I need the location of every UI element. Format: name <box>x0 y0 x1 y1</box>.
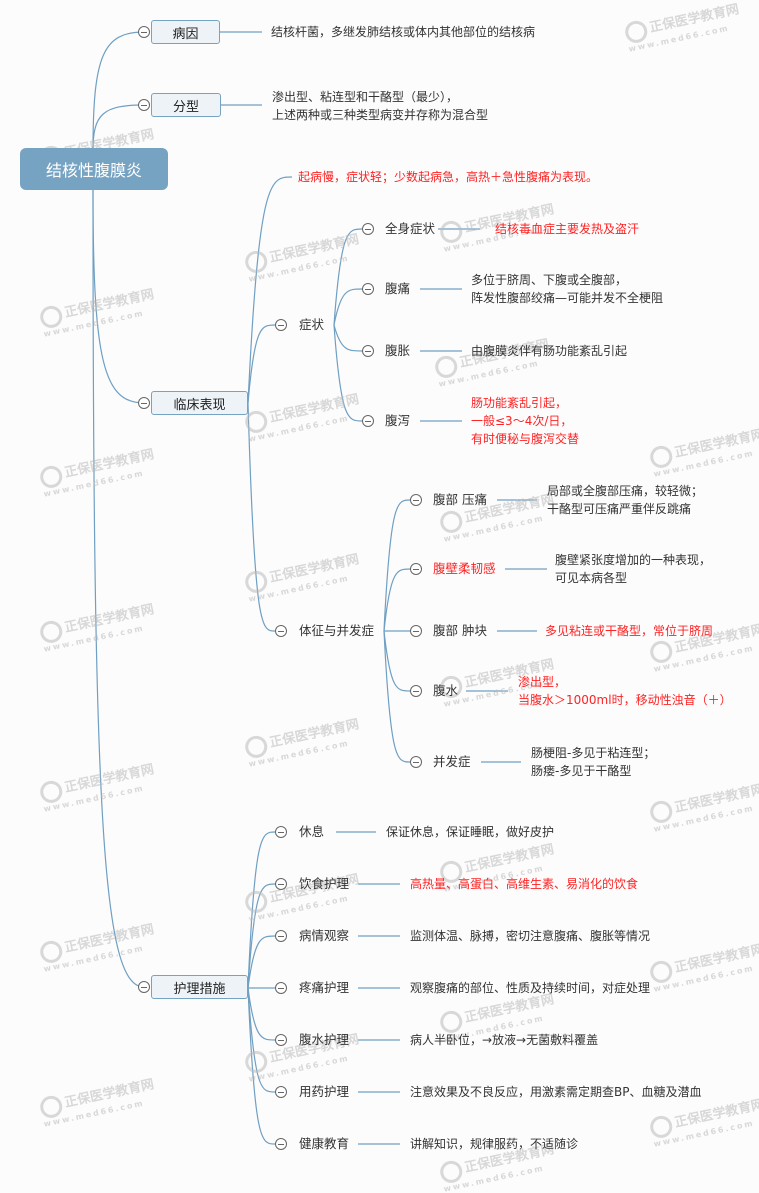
nursing-node[interactable]: 护理措施 <box>151 975 248 999</box>
collapse-toggle-icon[interactable] <box>275 1138 287 1150</box>
nursing-note: 讲解知识，规律服药，不适随诊 <box>410 1137 579 1151</box>
connector <box>92 31 145 151</box>
clinical-note: 起病慢，症状轻；少数起病急，高热＋急性腹痛为表现。 <box>298 170 599 184</box>
nursing-note: 注意效果及不良反应，用激素需定期查BP、血糖及潜血 <box>410 1085 702 1099</box>
nursing-item[interactable]: 休息 <box>299 824 325 839</box>
collapse-toggle-icon[interactable] <box>410 563 422 575</box>
symptom-note: 肠功能紊乱引起， 一般≤3～4次/日， 有时便秘与腹泻交替 <box>471 396 580 446</box>
nursing-note: 病人半卧位，→放液→无菌敷料覆盖 <box>410 1033 599 1047</box>
type-node[interactable]: 分型 <box>151 93 221 117</box>
collapse-toggle-icon[interactable] <box>275 1034 287 1046</box>
collapse-toggle-icon[interactable] <box>410 756 422 768</box>
sign-item[interactable]: 腹部 肿块 <box>433 623 487 638</box>
sign-note: 局部或全腹部压痛，较轻微； 干酪型可压痛严重伴反跳痛 <box>547 484 704 516</box>
symptom-item[interactable]: 腹胀 <box>385 343 411 358</box>
connector <box>247 935 276 989</box>
connector <box>383 630 411 692</box>
clinical-node[interactable]: 临床表现 <box>151 391 248 415</box>
symptom-item[interactable]: 腹泻 <box>385 413 411 428</box>
connector <box>383 499 411 632</box>
sign-item[interactable]: 腹部 压痛 <box>433 492 487 507</box>
sign-note: 多见粘连或干酪型，常位于脐周 <box>545 624 714 638</box>
nursing-note: 观察腹痛的部位、性质及持续时间，对症处理 <box>410 981 651 995</box>
nursing-item[interactable]: 用药护理 <box>299 1084 350 1099</box>
nursing-note: 监测体温、脉搏，密切注意腹痛、腹胀等情况 <box>410 929 651 943</box>
connector <box>92 189 145 404</box>
collapse-toggle-icon[interactable] <box>275 1086 287 1098</box>
connector <box>92 189 145 988</box>
collapse-toggle-icon[interactable] <box>275 930 287 942</box>
connector <box>247 987 276 1041</box>
collapse-toggle-icon[interactable] <box>410 494 422 506</box>
nursing-item[interactable]: 饮食护理 <box>299 876 350 891</box>
collapse-toggle-icon[interactable] <box>138 26 150 38</box>
collapse-toggle-icon[interactable] <box>275 625 287 637</box>
collapse-toggle-icon[interactable] <box>138 99 150 111</box>
symptoms-node[interactable]: 症状 <box>299 317 325 332</box>
nursing-item[interactable]: 病情观察 <box>299 928 350 943</box>
sign-note: 渗出型， 当腹水＞1000ml时，移动性浊音（＋） <box>518 675 732 707</box>
nursing-item[interactable]: 疼痛护理 <box>299 980 350 995</box>
collapse-toggle-icon[interactable] <box>362 283 374 295</box>
symptom-note: 由腹膜炎伴有肠功能紊乱引起 <box>471 344 628 358</box>
connector <box>333 324 363 422</box>
connector <box>247 324 276 404</box>
collapse-toggle-icon[interactable] <box>138 397 150 409</box>
connector <box>247 987 276 1145</box>
symptom-note: 结核毒血症主要发热及盗汗 <box>495 222 640 236</box>
root-node[interactable]: 结核性腹膜炎 <box>20 148 168 190</box>
sign-item[interactable]: 腹壁柔韧感 <box>433 561 496 576</box>
sign-item[interactable]: 腹水 <box>433 683 459 698</box>
connector <box>333 228 363 326</box>
sign-note: 肠梗阻-多见于粘连型； 肠瘘-多见于干酪型 <box>531 746 656 778</box>
connector <box>247 402 276 632</box>
sign-note: 腹壁紧张度增加的一种表现， 可见本病各型 <box>555 553 712 585</box>
connector <box>247 987 276 1093</box>
cause-note: 结核杆菌，多继发肺结核或体内其他部位的结核病 <box>271 25 536 39</box>
collapse-toggle-icon[interactable] <box>138 981 150 993</box>
nursing-item[interactable]: 腹水护理 <box>299 1032 350 1047</box>
connector <box>247 831 276 989</box>
collapse-toggle-icon[interactable] <box>275 319 287 331</box>
connector <box>333 288 363 326</box>
collapse-toggle-icon[interactable] <box>410 625 422 637</box>
nursing-item[interactable]: 健康教育 <box>299 1136 350 1151</box>
connector <box>383 568 411 632</box>
collapse-toggle-icon[interactable] <box>275 878 287 890</box>
connector <box>383 630 411 763</box>
type-note: 渗出型、粘连型和干酪型（最少）， 上述两种或三种类型病变并存称为混合型 <box>272 90 489 122</box>
connector <box>247 176 293 404</box>
nursing-note: 保证休息，保证睡眠，做好皮护 <box>386 825 555 839</box>
collapse-toggle-icon[interactable] <box>362 345 374 357</box>
sign-item[interactable]: 并发症 <box>433 754 471 769</box>
signs-node[interactable]: 体征与并发症 <box>299 623 375 638</box>
collapse-toggle-icon[interactable] <box>275 826 287 838</box>
collapse-toggle-icon[interactable] <box>362 223 374 235</box>
nursing-note: 高热量、高蛋白、高维生素、易消化的饮食 <box>410 877 639 891</box>
connector <box>247 883 276 989</box>
connector <box>92 104 145 151</box>
symptom-item[interactable]: 腹痛 <box>385 281 411 296</box>
collapse-toggle-icon[interactable] <box>275 982 287 994</box>
symptom-item[interactable]: 全身症状 <box>385 221 436 236</box>
collapse-toggle-icon[interactable] <box>362 415 374 427</box>
cause-node[interactable]: 病因 <box>151 20 220 44</box>
connector <box>333 324 363 352</box>
collapse-toggle-icon[interactable] <box>410 685 422 697</box>
symptom-note: 多位于脐周、下腹或全腹部， 阵发性腹部绞痛—可能并发不全梗阻 <box>471 273 664 305</box>
